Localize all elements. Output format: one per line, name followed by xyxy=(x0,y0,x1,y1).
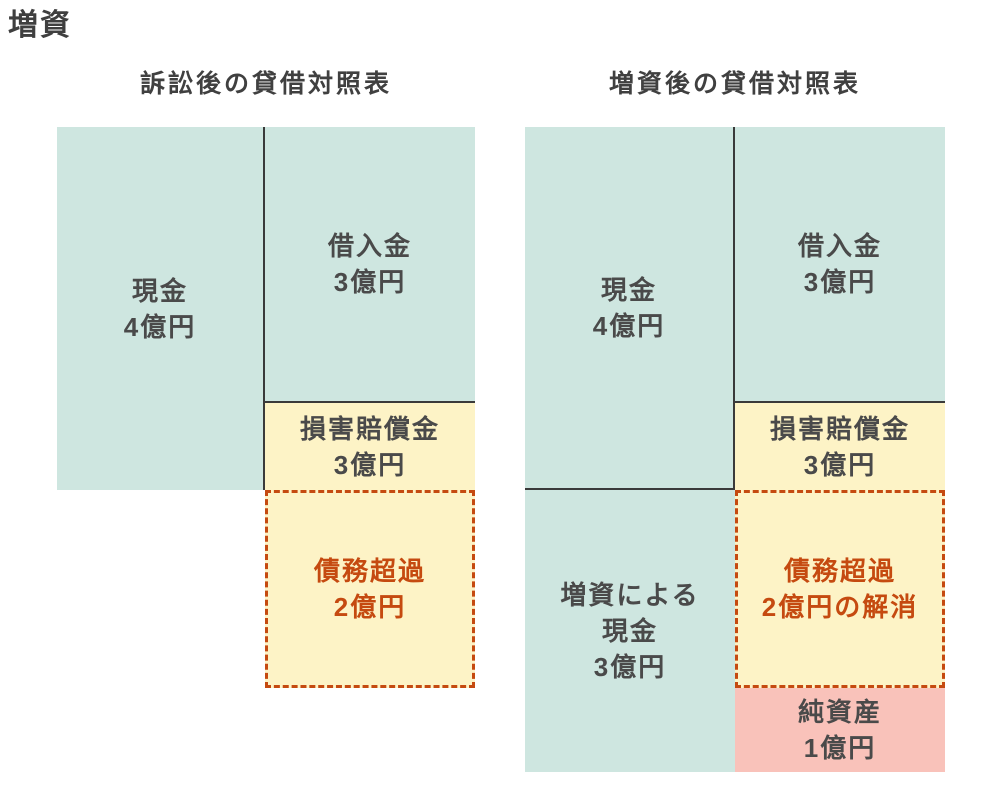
after-cash-amount: 4億円 xyxy=(592,310,666,341)
after-balance-sheet-title: 増資後の貸借対照表 xyxy=(608,70,861,98)
before-damages-amount: 3億円 xyxy=(333,449,407,480)
after-new-cash-amount: 3億円 xyxy=(593,652,667,682)
after-net-assets-label: 純資産 xyxy=(797,697,882,727)
before-loan-label: 借入金 xyxy=(327,231,412,261)
after-new-cash-label-1: 増資による xyxy=(560,580,700,610)
after-net-assets-block: 純資産 1億円 xyxy=(735,688,945,772)
after-insolvency-resolved-label: 債務超過 xyxy=(783,556,896,586)
after-insolvency-resolved-block: 債務超過 2億円の解消 xyxy=(735,490,945,688)
before-loan-amount: 3億円 xyxy=(333,267,407,297)
after-new-cash-block: 増資による 現金 3億円 xyxy=(525,490,735,772)
page-title: 増資 xyxy=(8,9,72,42)
after-damages-block: 損害賠償金 3億円 xyxy=(735,403,945,490)
after-cash-block: 現金 4億円 xyxy=(525,127,735,490)
after-damages-amount: 3億円 xyxy=(803,449,877,480)
after-net-assets-amount: 1億円 xyxy=(803,733,877,763)
after-loan-amount: 3億円 xyxy=(803,267,877,297)
after-cash-label: 現金 xyxy=(600,274,657,305)
after-damages-label: 損害賠償金 xyxy=(769,413,910,444)
before-damages-block: 損害賠償金 3億円 xyxy=(265,403,475,490)
before-insolvency-label: 債務超過 xyxy=(313,556,426,586)
before-cash-label: 現金 xyxy=(131,275,188,306)
before-loan-block: 借入金 3億円 xyxy=(265,127,475,403)
before-cash-amount: 4億円 xyxy=(123,311,197,342)
before-insolvency-block: 債務超過 2億円 xyxy=(265,490,475,688)
before-insolvency-amount: 2億円 xyxy=(333,592,407,622)
after-new-cash-label-2: 現金 xyxy=(601,616,658,646)
after-insolvency-resolved-amount: 2億円の解消 xyxy=(761,592,919,622)
before-cash-block: 現金 4億円 xyxy=(57,127,265,490)
after-loan-label: 借入金 xyxy=(797,231,882,261)
after-loan-block: 借入金 3億円 xyxy=(735,127,945,403)
before-damages-label: 損害賠償金 xyxy=(299,413,440,444)
before-balance-sheet-title: 訴訟後の貸借対照表 xyxy=(139,70,392,98)
